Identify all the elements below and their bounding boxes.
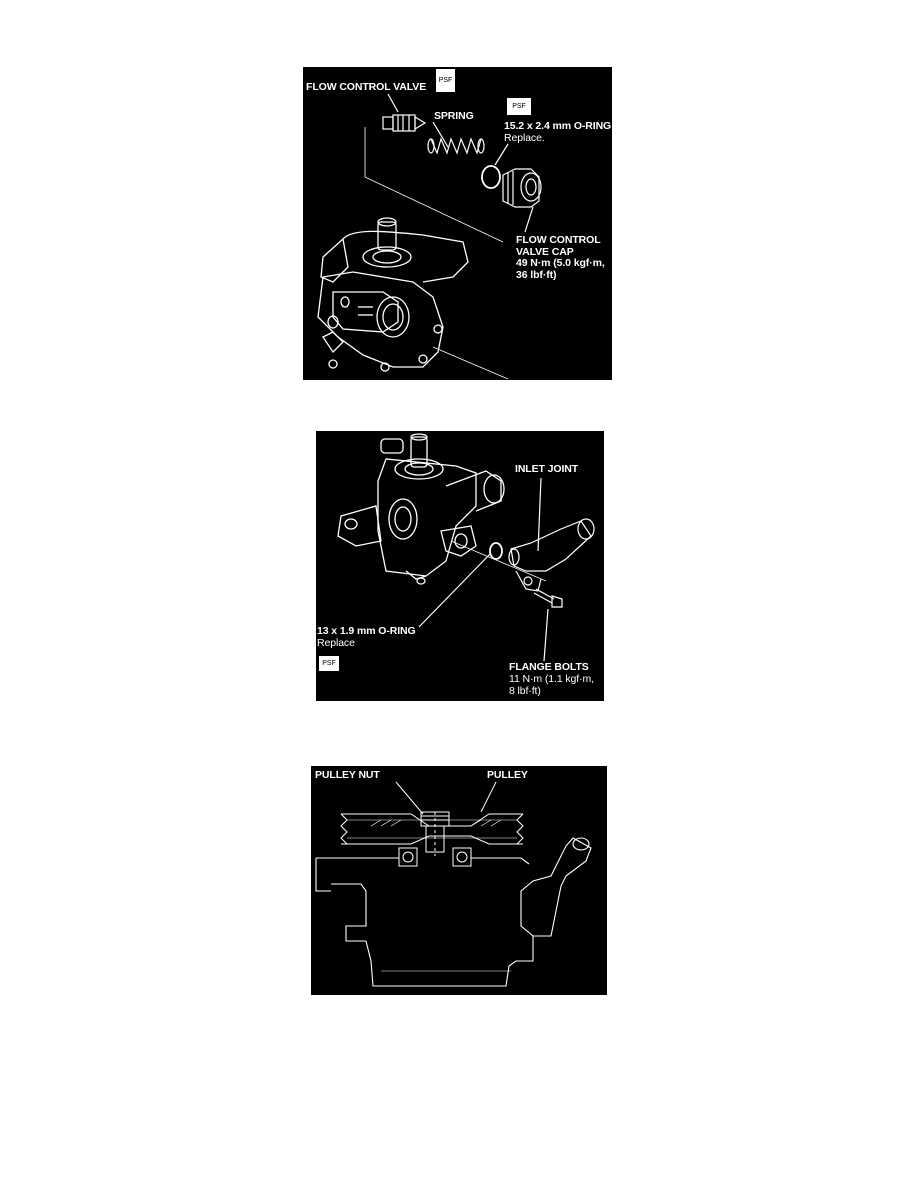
figure-pulley: PULLEY NUT PULLEY: [311, 766, 607, 995]
valve-cap-label: FLOW CONTROL VALVE CAP: [516, 234, 601, 258]
oring-shape: [489, 542, 503, 560]
flange-bolts-torque: 11 N·m (1.1 kgf·m, 8 lbf·ft): [509, 673, 594, 697]
oring-replace-note: Replace.: [504, 132, 545, 144]
psf-fluid-tag: PSF: [319, 656, 339, 671]
psf-fluid-tag: PSF: [507, 98, 531, 115]
pulley-cross-section-illustration: [315, 781, 592, 987]
figure-inlet-joint: INLET JOINT 13 x 1.9 mm O-RING Replace P…: [316, 431, 604, 701]
inlet-joint-shape: [508, 518, 595, 592]
flow-control-valve-illustration: [317, 93, 542, 380]
inlet-joint-label: INLET JOINT: [515, 463, 579, 475]
pulley-nut-shape: [420, 811, 450, 856]
bearing-shape: [452, 847, 472, 867]
valve-spool-shape: [382, 114, 427, 132]
flange-bolts-label: FLANGE BOLTS: [509, 661, 589, 673]
pump-body-shape: [337, 433, 505, 585]
spring-shape: [427, 137, 485, 155]
inlet-joint-illustration: [337, 433, 595, 662]
pulley-shape: [340, 813, 524, 845]
flange-bolt-shape: [533, 588, 563, 608]
figure-flow-control-valve: FLOW CONTROL VALVE PSF SPRING PSF 15.2 x…: [303, 67, 612, 380]
oring-size-label: 13 x 1.9 mm O-RING: [317, 625, 416, 637]
bearing-shape: [398, 847, 418, 867]
oring-replace-note: Replace: [317, 637, 355, 649]
pump-body-shape: [315, 837, 592, 987]
spring-label: SPRING: [434, 110, 474, 122]
flow-control-valve-label: FLOW CONTROL VALVE: [306, 81, 427, 93]
psf-fluid-tag: PSF: [436, 69, 455, 92]
pulley-label: PULLEY: [487, 769, 528, 781]
pump-body-shape: [317, 217, 469, 372]
valve-cap-torque: 49 N·m (5.0 kgf·m, 36 lbf·ft): [516, 257, 605, 281]
oring-size-label: 15.2 x 2.4 mm O-RING: [504, 120, 612, 132]
pulley-nut-label: PULLEY NUT: [315, 769, 380, 781]
valve-cap-shape: [502, 168, 542, 208]
oring-shape: [481, 165, 501, 189]
